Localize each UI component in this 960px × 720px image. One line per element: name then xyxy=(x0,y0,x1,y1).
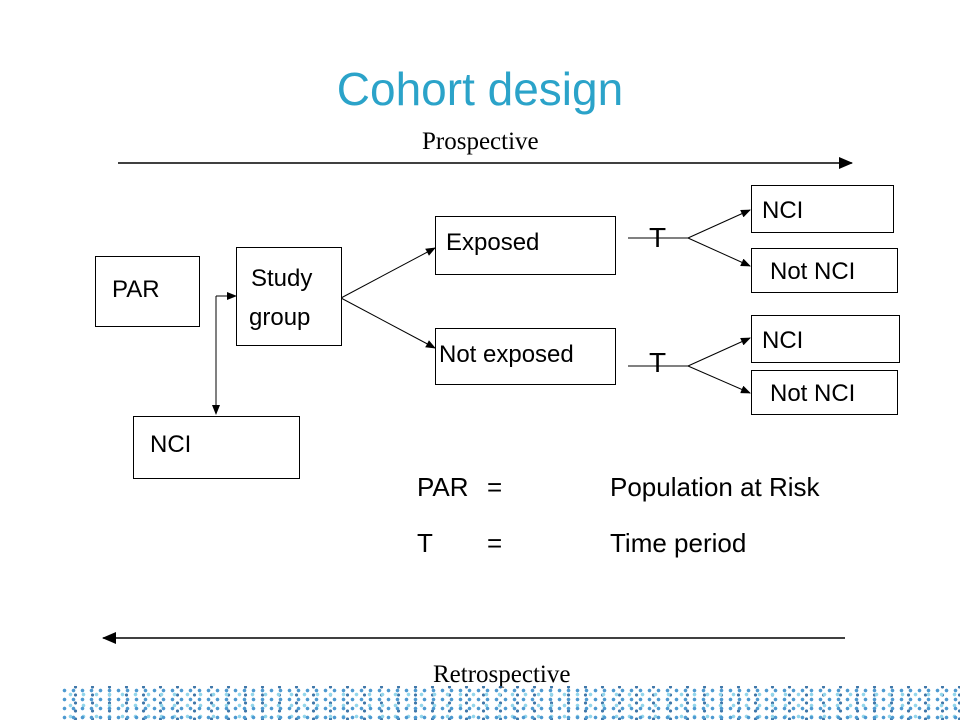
legend-def-par: Population at Risk xyxy=(610,472,820,502)
retrospective-label: Retrospective xyxy=(433,661,571,688)
not-exposed-label: Not exposed xyxy=(439,341,574,368)
nci-box-top2: NCI xyxy=(751,315,900,363)
t-to-nci-bottom-arrow xyxy=(687,337,751,367)
par-box: PAR xyxy=(95,256,200,327)
decorative-dot-pattern xyxy=(60,686,960,720)
nci-box-lower: NCI xyxy=(133,416,300,479)
study-group-box: Study group xyxy=(236,247,342,346)
time-period-bottom: T xyxy=(649,347,667,378)
not-exposed-box: Not exposed xyxy=(435,328,616,385)
prospective-label: Prospective xyxy=(422,128,539,155)
nci-box-top1: NCI xyxy=(751,185,894,233)
t-to-notnci-top-arrow xyxy=(687,237,751,267)
exposed-label: Exposed xyxy=(446,229,540,256)
t-to-nci-top-arrow xyxy=(687,209,751,239)
legend-eq-par: = xyxy=(487,472,503,502)
exposed-box: Exposed xyxy=(435,216,616,275)
not-nci-bottom-label: Not NCI xyxy=(770,380,856,407)
nci-top1-label: NCI xyxy=(762,197,804,224)
study-to-notexposed-arrow xyxy=(340,297,436,349)
nci-top2-label: NCI xyxy=(762,327,804,354)
time-period-top: T xyxy=(649,222,667,253)
not-nci-box-top: Not NCI xyxy=(751,248,898,293)
not-nci-top-label: Not NCI xyxy=(770,258,856,285)
nci-lower-label: NCI xyxy=(150,431,192,458)
legend-def-t: Time period xyxy=(610,528,747,558)
slide-title: Cohort design xyxy=(336,63,624,115)
par-label: PAR xyxy=(112,276,160,303)
legend-eq-t: = xyxy=(487,528,503,558)
t-to-notnci-bottom-arrow xyxy=(687,365,751,394)
legend-term-t: T xyxy=(417,528,433,558)
study-to-exposed-arrow xyxy=(340,247,436,299)
not-nci-box-bottom: Not NCI xyxy=(751,370,898,415)
study-group-label-line2: group xyxy=(249,304,311,331)
study-group-label-line1: Study xyxy=(251,265,313,292)
legend-term-par: PAR xyxy=(417,472,469,502)
